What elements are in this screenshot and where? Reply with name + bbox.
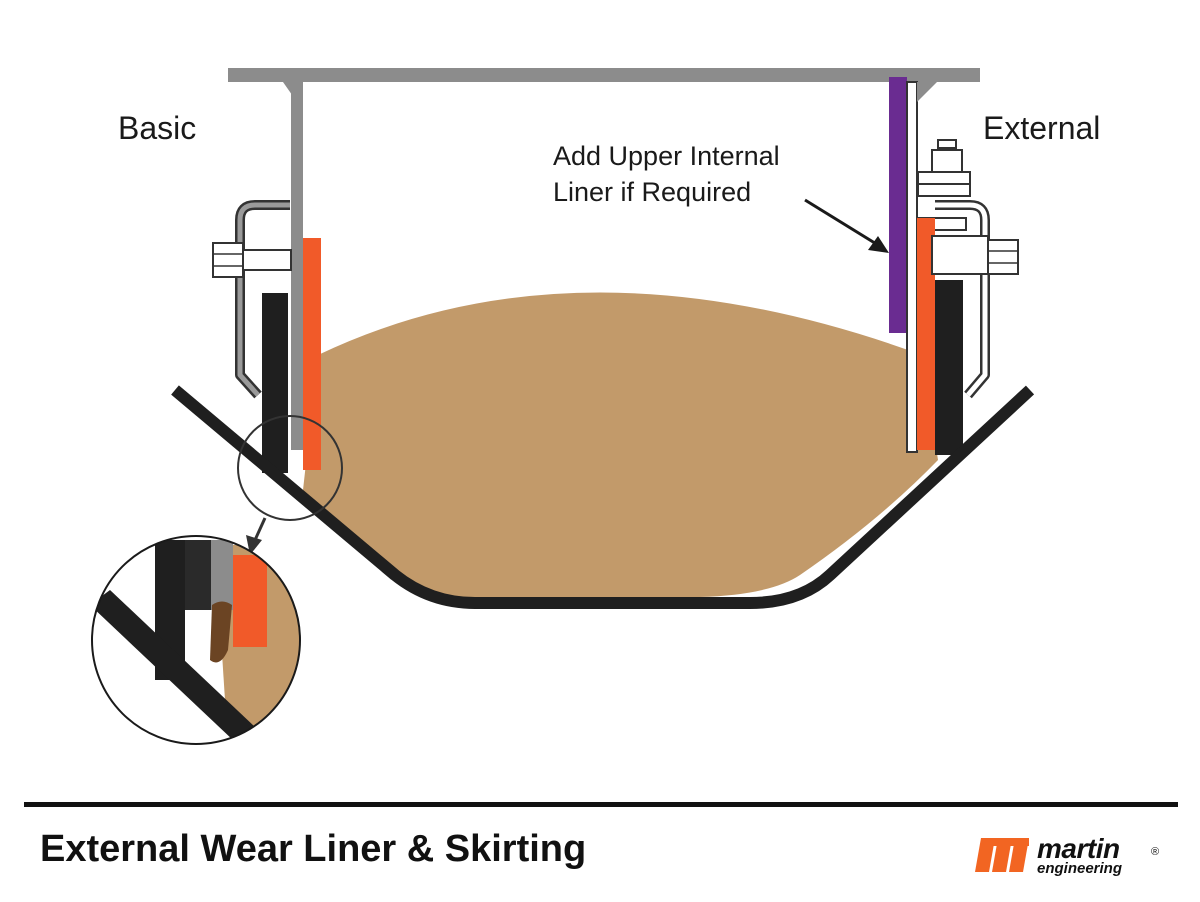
footer-rule bbox=[24, 802, 1178, 807]
left-wear-liner bbox=[303, 238, 321, 470]
right-gusset bbox=[917, 82, 937, 102]
left-rubber-skirt bbox=[262, 293, 288, 473]
right-rubber-skirt bbox=[935, 280, 963, 455]
right-stud-nut bbox=[917, 139, 971, 231]
inset-detail bbox=[92, 536, 300, 744]
note-arrow bbox=[804, 198, 889, 253]
upper-liner-note: Add Upper Internal Liner if Required bbox=[553, 138, 780, 210]
left-bolt bbox=[212, 242, 292, 278]
right-chute-wall bbox=[906, 81, 918, 453]
note-line-2: Liner if Required bbox=[553, 177, 752, 207]
label-basic: Basic bbox=[118, 110, 197, 146]
right-bolt bbox=[931, 235, 1019, 275]
right-wear-liner bbox=[917, 218, 935, 450]
logo-word-engineering: engineering bbox=[1037, 860, 1123, 877]
upper-internal-liner bbox=[889, 77, 907, 333]
figure-caption: External Wear Liner & Skirting bbox=[40, 828, 587, 870]
logo-registered: ® bbox=[1151, 846, 1160, 858]
detail-highlight-circle bbox=[237, 415, 343, 521]
top-beam bbox=[228, 68, 980, 82]
m-logo-icon bbox=[975, 838, 1029, 872]
bulk-material bbox=[303, 292, 938, 597]
note-line-1: Add Upper Internal bbox=[553, 141, 780, 171]
left-chute-wall bbox=[291, 82, 303, 450]
martin-engineering-logo: martin ® engineering bbox=[975, 833, 1165, 878]
troughed-belt bbox=[171, 385, 1035, 609]
label-external: External bbox=[983, 110, 1101, 146]
logo-word-martin: martin bbox=[1037, 833, 1120, 864]
